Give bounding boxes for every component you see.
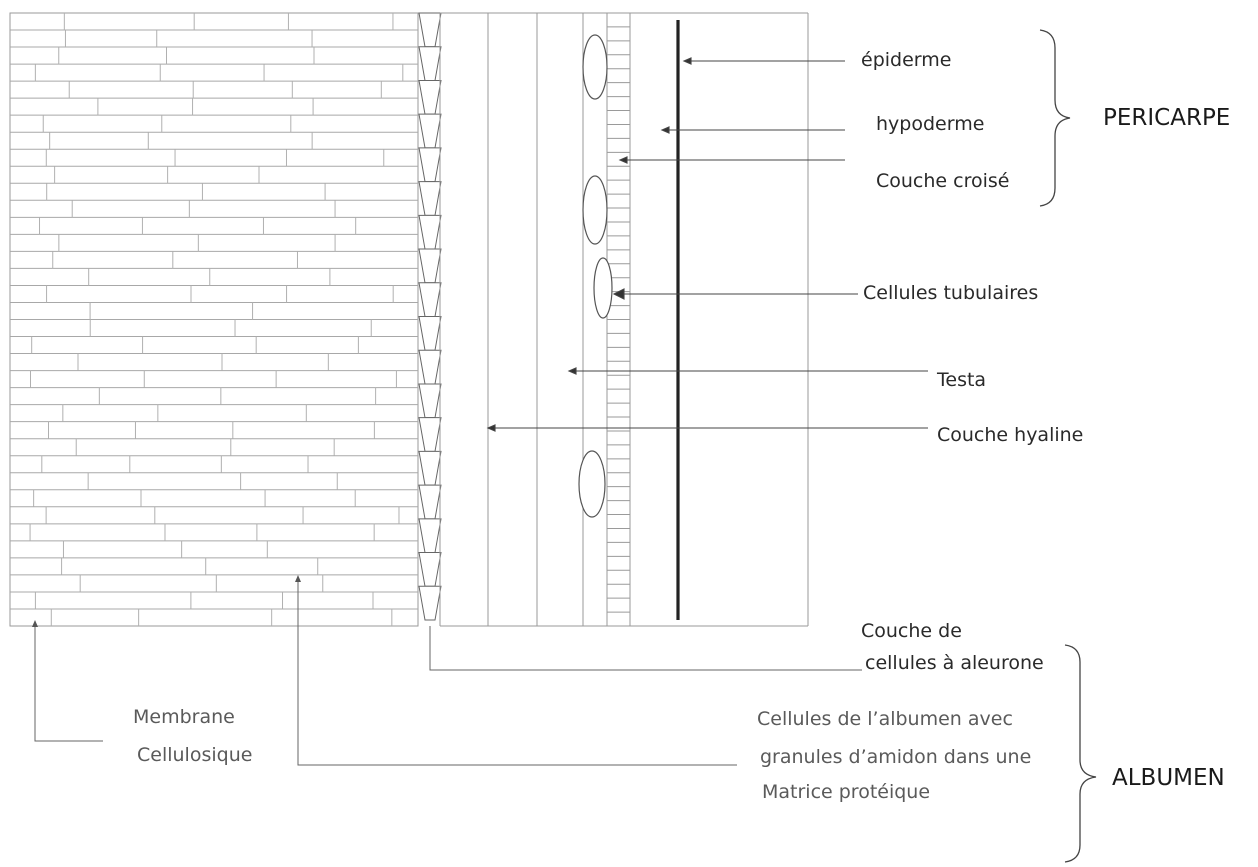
label-pericarpe: PERICARPE xyxy=(1103,107,1230,130)
albumen-pointer-lines xyxy=(35,580,862,765)
label-epiderme: épiderme xyxy=(861,51,951,70)
pericarpe-brace xyxy=(1040,30,1070,206)
label-membrane-line2: Cellulosique xyxy=(137,746,252,765)
pointer-lines xyxy=(488,58,928,431)
label-testa: Testa xyxy=(937,371,986,390)
label-albumen: ALBUMEN xyxy=(1112,767,1225,790)
label-hypoderme: hypoderme xyxy=(876,115,984,134)
label-aleurone-line1: Couche de xyxy=(861,622,962,641)
label-couche-croise: Couche croisé xyxy=(876,172,1009,191)
label-albumen-cells-line1: Cellules de l’albumen avec xyxy=(757,710,1013,729)
label-aleurone-line2: cellules à aleurone xyxy=(865,654,1044,673)
label-membrane-line1: Membrane xyxy=(133,708,235,727)
cross-layer-cells xyxy=(607,27,630,612)
label-cellules-tubulaires: Cellules tubulaires xyxy=(863,284,1038,303)
albumen-brace xyxy=(1065,645,1096,862)
label-couche-hyaline: Couche hyaline xyxy=(937,426,1083,445)
label-albumen-cells-line3: Matrice protéique xyxy=(762,783,930,802)
label-albumen-cells-line2: granules d’amidon dans une xyxy=(760,748,1031,767)
aleurone-layer xyxy=(419,13,441,620)
albumen-cells-pattern xyxy=(10,13,418,626)
